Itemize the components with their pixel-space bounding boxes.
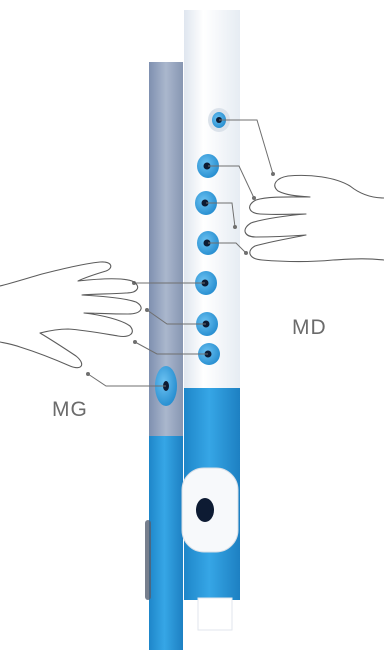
left-hand-label: MG — [52, 398, 88, 422]
right-hand-label: MD — [292, 316, 327, 340]
